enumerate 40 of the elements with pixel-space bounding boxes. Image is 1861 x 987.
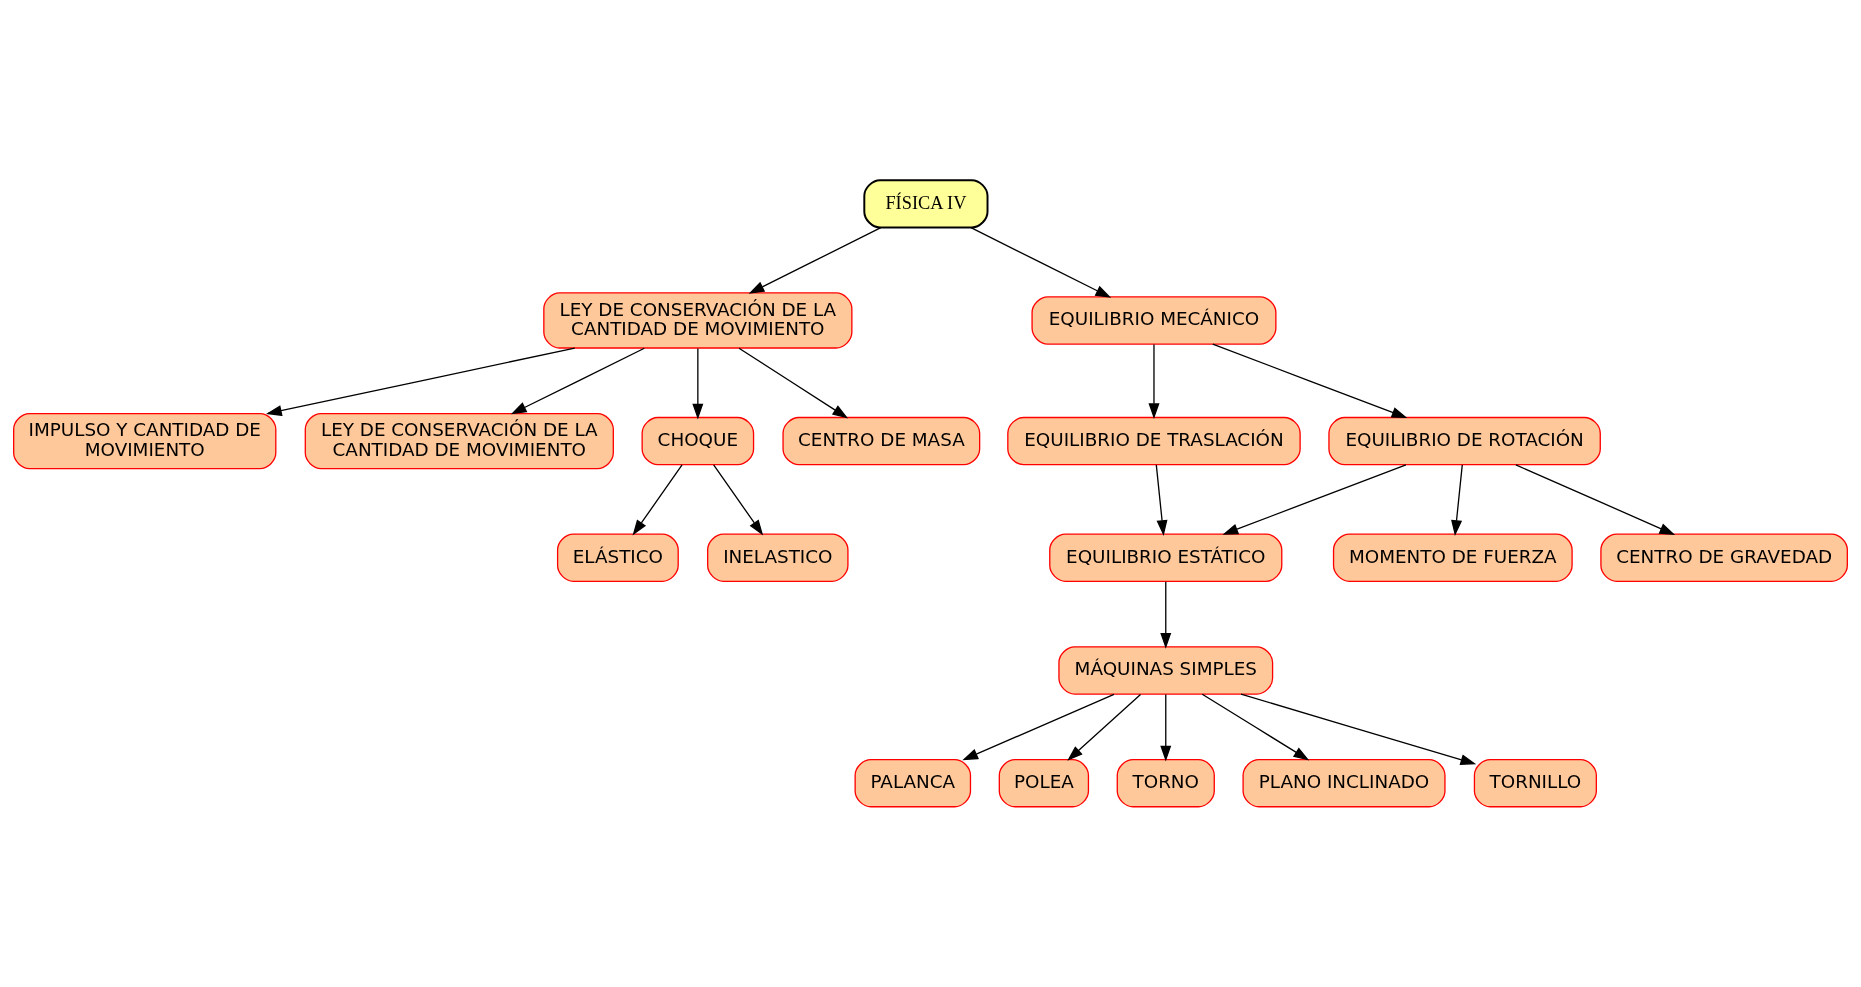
node-box: CHOQUE	[641, 416, 755, 466]
arrow	[970, 227, 1112, 298]
node-box: POLEA	[998, 758, 1090, 808]
arrow	[632, 464, 683, 536]
node-box: EQUILIBRIO DE ROTACIÓN	[1328, 416, 1601, 466]
node-box: ELÁSTICO	[556, 533, 679, 582]
node-box: PALANCA	[854, 758, 972, 808]
node-box: EQUILIBRIO MECÁNICO	[1031, 296, 1277, 345]
arrow	[713, 464, 764, 536]
node-box: LEY DE CONSERVACIÓN DE LA CANTIDAD DE MOVIMIENTO	[543, 292, 853, 349]
arrow	[1451, 464, 1463, 536]
arrow	[1212, 343, 1408, 419]
node-box: CENTRO DE GRAVEDAD	[1600, 533, 1848, 582]
arrow	[1240, 693, 1477, 765]
node-box: FÍSICA IV	[863, 179, 989, 229]
node-box: LEY DE CONSERVACIÓN DE LA CANTIDAD DE MOVIMIENTO	[304, 412, 614, 470]
arrow	[1160, 581, 1172, 649]
arrow	[1148, 343, 1160, 420]
node-box: EQUILIBRIO ESTÁTICO	[1049, 533, 1283, 582]
arrow	[738, 347, 849, 419]
arrow	[962, 693, 1115, 761]
arrow	[1201, 693, 1310, 761]
node-box: INELASTICO	[707, 533, 849, 582]
arrow	[1160, 693, 1172, 762]
arrow	[1222, 464, 1407, 535]
arrow	[510, 347, 645, 415]
arrow	[748, 227, 882, 294]
node-box: TORNILLO	[1473, 758, 1597, 808]
arrow	[1067, 693, 1142, 761]
node-box: MÁQUINAS SIMPLES	[1058, 646, 1274, 695]
node-box: TORNO	[1116, 758, 1215, 808]
node-box: IMPULSO Y CANTIDAD DE MOVIMIENTO	[13, 412, 277, 470]
arrow	[692, 347, 704, 420]
node-box: CENTRO DE MASA	[782, 416, 981, 466]
arrow	[1155, 464, 1168, 536]
node-box: MOMENTO DE FUERZA	[1332, 533, 1573, 582]
node-box: EQUILIBRIO DE TRASLACIÓN	[1007, 416, 1301, 466]
arrow	[1515, 464, 1676, 535]
arrow	[266, 347, 576, 416]
node-box: PLANO INCLINADO	[1242, 758, 1446, 808]
